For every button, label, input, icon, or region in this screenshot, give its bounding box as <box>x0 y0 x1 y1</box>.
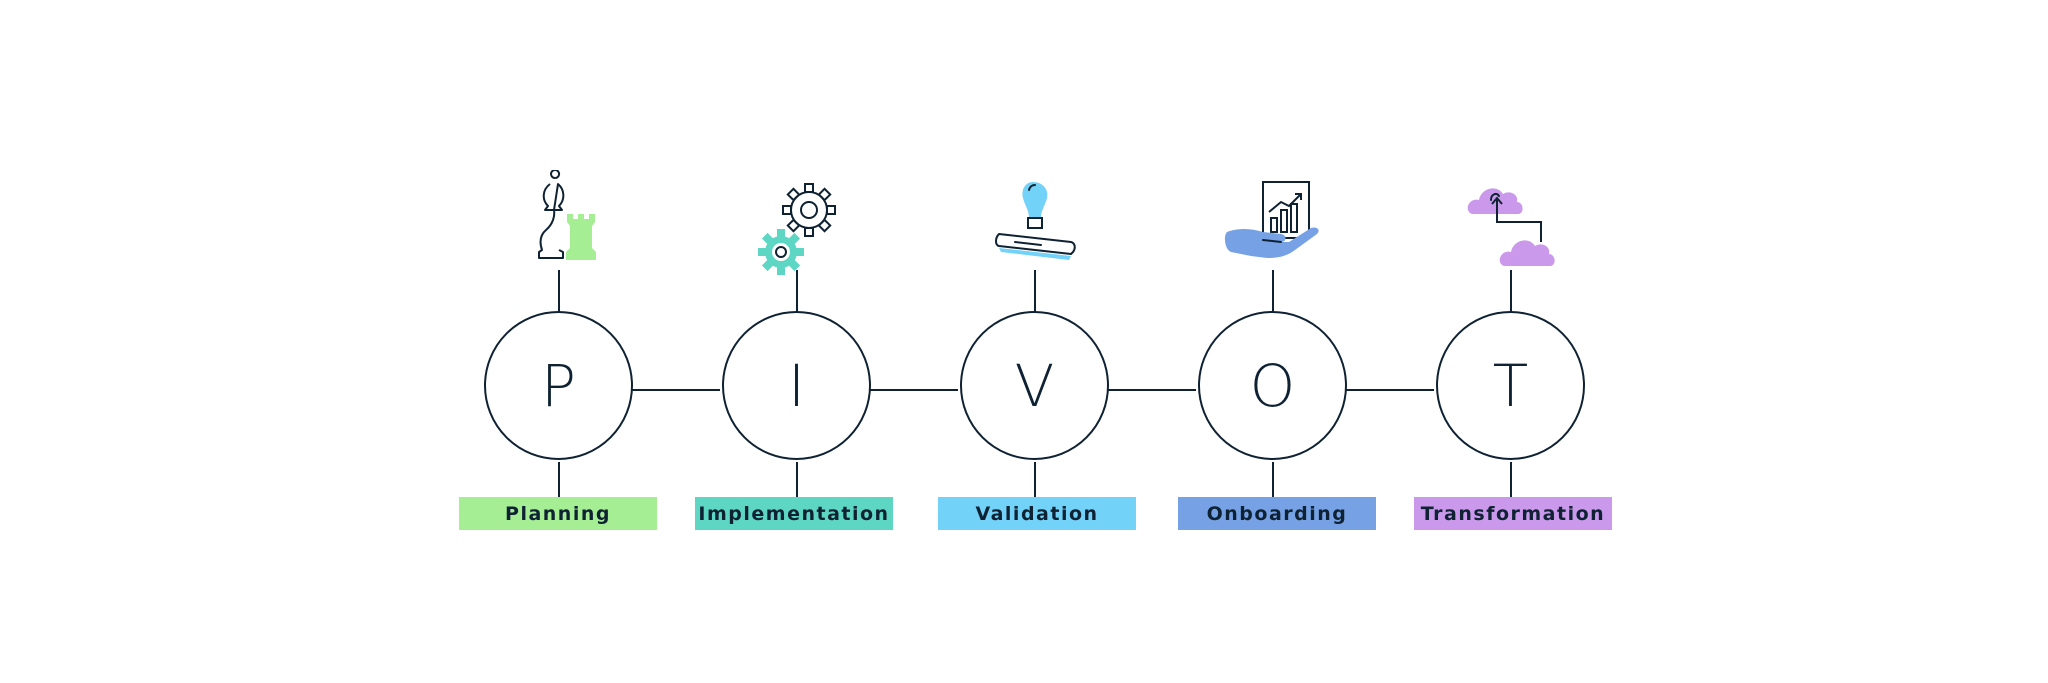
stage-stem-top <box>1510 270 1512 312</box>
stage-stem-top <box>1034 270 1036 312</box>
stage-stem-top <box>558 270 560 312</box>
stage-planning: P Planning <box>459 0 659 683</box>
stage-stem-bottom <box>1034 462 1036 498</box>
cloud-transfer-icon <box>1461 170 1561 280</box>
stage-letter-circle: T <box>1436 311 1585 460</box>
stage-label: Implementation <box>695 497 893 530</box>
stage-stem-bottom <box>558 462 560 498</box>
stage-label: Planning <box>459 497 657 530</box>
connector-line <box>870 389 958 391</box>
stage-stem-bottom <box>796 462 798 498</box>
stage-validation: V Validation <box>935 0 1136 683</box>
stamp-icon <box>985 170 1085 280</box>
stage-stem-bottom <box>1272 462 1274 498</box>
gears-icon <box>747 170 847 280</box>
stage-label: Validation <box>938 497 1136 530</box>
stage-letter-circle: I <box>722 311 871 460</box>
stage-letter-circle: O <box>1198 311 1347 460</box>
stage-stem-top <box>796 270 798 312</box>
connector-line <box>1108 389 1196 391</box>
stage-letter-circle: P <box>484 311 633 460</box>
hand-chart-icon <box>1223 170 1323 280</box>
stage-onboarding: O Onboarding <box>1173 0 1376 683</box>
stage-label: Transformation <box>1414 497 1612 530</box>
stage-transformation: T Transformation <box>1411 0 1612 683</box>
stage-letter-circle: V <box>960 311 1109 460</box>
stage-stem-top <box>1272 270 1274 312</box>
stage-label: Onboarding <box>1178 497 1376 530</box>
stage-stem-bottom <box>1510 462 1512 498</box>
chess-pieces-icon <box>509 170 609 280</box>
connector-line <box>1346 389 1434 391</box>
stage-implementation: I Implementation <box>695 0 897 683</box>
connector-line <box>632 389 720 391</box>
